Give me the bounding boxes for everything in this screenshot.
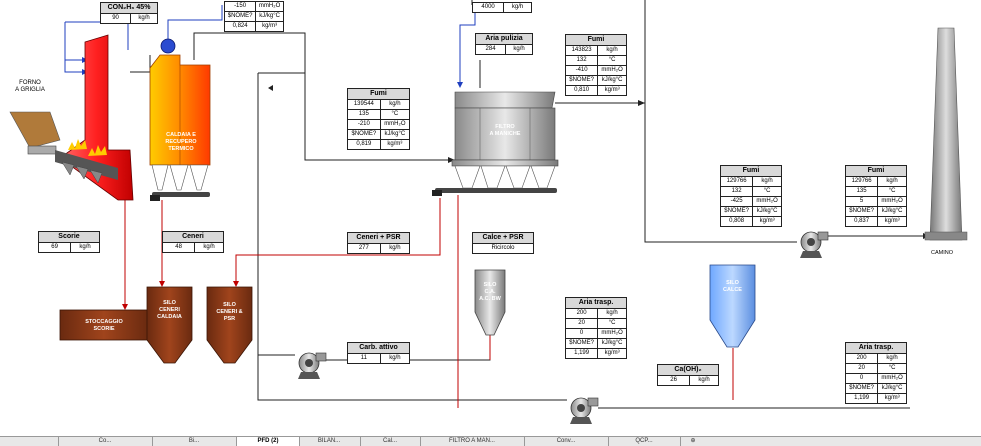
add-sheet-icon[interactable]: ⊕	[690, 438, 696, 444]
feed-ram	[27, 145, 57, 155]
sheet-tab[interactable]: Cal...	[360, 437, 421, 446]
box-title: Fumi	[721, 166, 781, 177]
fan-flue-gas	[800, 231, 829, 258]
boiler-label: CALDAIA E RECUPERO TERMICO	[165, 132, 197, 152]
slag-storage-label: STOCCAGGIO SCORIE	[85, 319, 123, 332]
reagent-line-boiler	[167, 5, 223, 40]
slag-storage	[59, 309, 149, 341]
arrow-filter-in	[448, 157, 455, 163]
filter-hoppers	[454, 165, 556, 189]
box-title: CON₂H₆ 45%	[101, 3, 157, 14]
box-title: Ceneri + PSR	[348, 233, 409, 244]
silo-activated-carbon	[474, 269, 506, 336]
silo-lime	[709, 264, 756, 348]
stack-label: CAMINO	[931, 250, 953, 256]
box-title: Scorie	[39, 232, 99, 243]
grate-furnace	[9, 34, 134, 201]
fan-lime-transport	[570, 397, 599, 424]
sheet-tab-bar: Co... Bi... PFD (2) BILAN... Cal... FILT…	[0, 436, 981, 446]
boiler	[149, 38, 211, 201]
silo-ash-psr	[206, 286, 253, 364]
filter-label: FILTRO A MANICHE	[489, 124, 521, 137]
furnace-label-line: FORNO	[19, 80, 41, 86]
arrow-boiler-ash	[159, 281, 165, 287]
flames	[68, 139, 107, 156]
feed-hopper	[9, 111, 61, 149]
box-title: Fumi	[846, 166, 906, 177]
silo-ash-psr-label: SILO CENERI & PSR	[216, 302, 243, 322]
transport-air-main-line	[257, 73, 567, 401]
grate-hoppers	[61, 161, 103, 184]
arrow-air-return	[268, 85, 273, 91]
reagent-line-furnace-1	[64, 22, 85, 73]
arrow-filter-out	[638, 100, 645, 106]
flue-gas-lines	[130, 0, 930, 409]
silo-boiler-ash	[146, 286, 193, 364]
box-lime-psr-recirculation: Calce + PSR Ricircolo	[472, 232, 534, 254]
box-title: Ca(OH)₂	[658, 365, 718, 376]
box-title: Fumi	[566, 35, 626, 46]
stack	[924, 27, 968, 241]
box-title: Aria trasp.	[846, 343, 906, 354]
grate	[55, 150, 118, 180]
sheet-tab[interactable]: Co...	[58, 437, 153, 446]
arrow-slag	[122, 304, 128, 310]
fan-carbon-transport	[298, 352, 327, 379]
furnace-to-boiler-line	[130, 55, 151, 73]
box-title: Aria pulizia	[476, 34, 532, 45]
box-title: Aria trasp.	[566, 298, 626, 309]
filter-to-fan-line	[644, 103, 797, 243]
filter-ash-conveyor	[435, 188, 557, 193]
bag-filter	[432, 91, 559, 196]
boiler-hoppers	[151, 164, 209, 191]
solids-arrows	[122, 281, 239, 310]
box-title: Fumi	[348, 89, 409, 100]
sheet-tab[interactable]: BILAN...	[298, 437, 361, 446]
process-flow-diagram	[9, 0, 968, 424]
box-title: Carb. attivo	[348, 343, 409, 354]
sheet-tab[interactable]: FILTRO A MAN...	[420, 437, 525, 446]
box-title: Calce + PSR	[473, 233, 533, 244]
arrow-reagent-filter	[457, 82, 463, 88]
box-title: Ceneri	[163, 232, 223, 243]
filter-ash-line	[235, 198, 441, 285]
reagent-line-filter	[459, 8, 476, 85]
sheet-tab[interactable]: Conv...	[524, 437, 609, 446]
furnace-label: FORNO A GRIGLIA	[10, 80, 50, 94]
arrow-filter-ash	[233, 281, 239, 287]
sheet-tab-active[interactable]: PFD (2)	[236, 437, 300, 446]
sheet-tab[interactable]	[0, 437, 59, 446]
sheet-tab[interactable]: QCP...	[608, 437, 681, 446]
furnace-label-line: A GRIGLIA	[15, 87, 45, 93]
silo-carbon-label: SILO C.A. A.C. BW	[479, 282, 501, 302]
steam-drum	[160, 38, 176, 54]
boiler-to-filter-line	[193, 32, 455, 161]
silo-lime-label: SILO CALCE	[723, 280, 742, 293]
boiler-ash-conveyor	[152, 192, 210, 197]
box-row: $NOME?kJ/kg°C	[225, 12, 283, 22]
silo-boiler-ash-label: SILO CENERI CALDAIA	[157, 300, 182, 320]
